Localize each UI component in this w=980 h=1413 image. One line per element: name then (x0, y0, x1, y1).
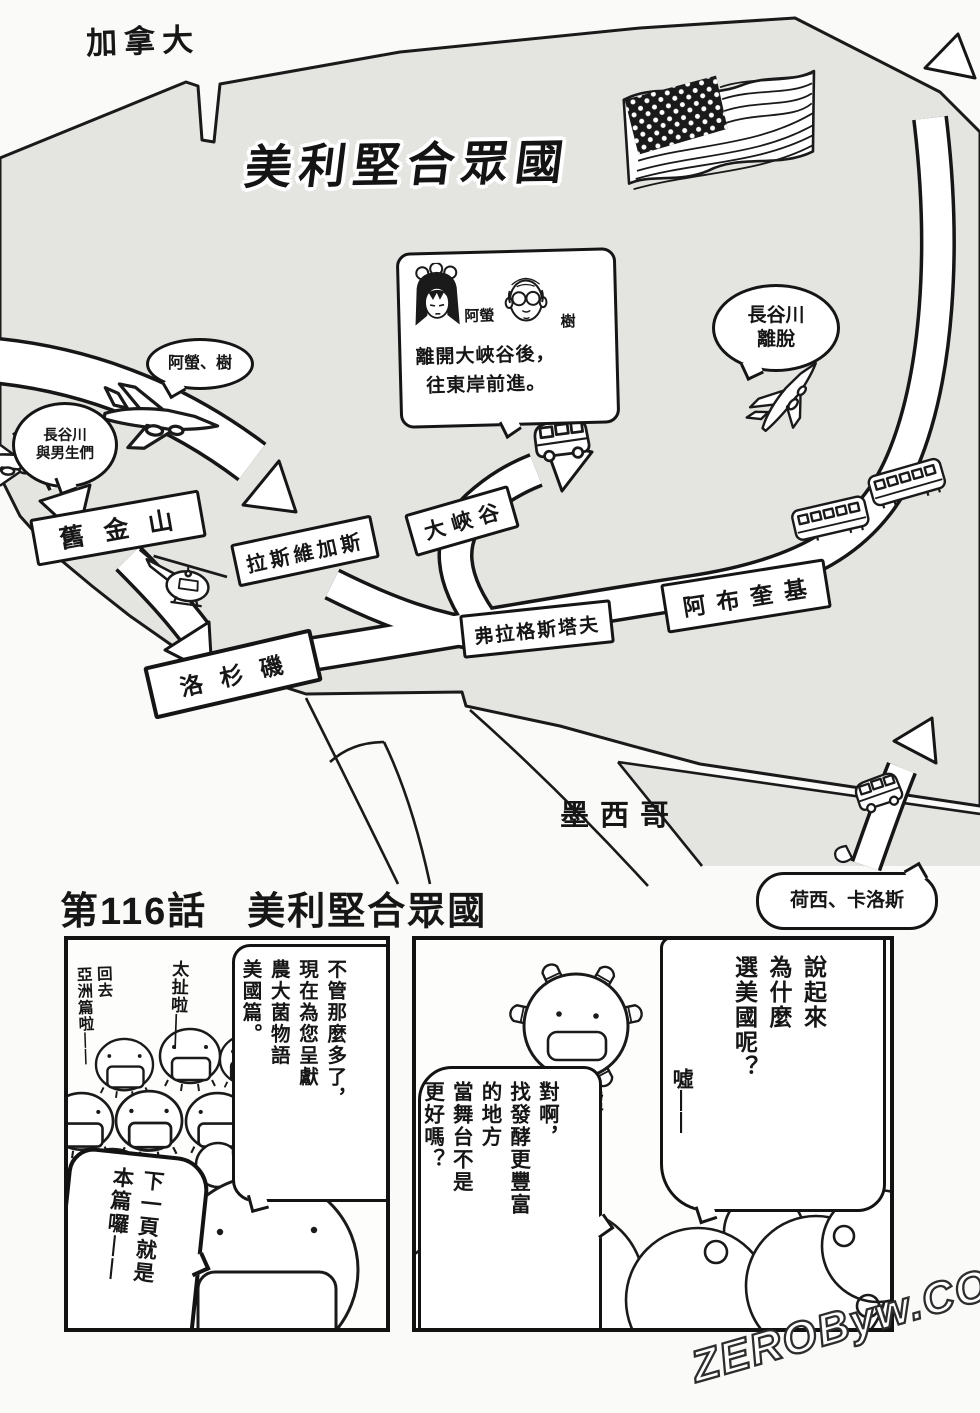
callout-hasegawa-depart: 長谷川 離脫 (712, 284, 840, 381)
route-info-bubble: 阿螢 樹 離開大峽谷後， 往東岸前進。 (395, 247, 621, 440)
callout-text: 長谷川 與男生們 (36, 427, 94, 462)
callout-text: 阿螢、樹 (167, 355, 232, 372)
itsuki-face-icon (504, 277, 548, 322)
answer-text: 對啊， 找發酵更豐富 的地方 當舞台不是 更好嗎？ (420, 1081, 559, 1216)
usa-title: 美利堅合眾國 (241, 135, 574, 194)
us-flag-icon (622, 69, 816, 191)
route-info-text: 離開大峽谷後， 往東岸前進。 (415, 343, 556, 398)
next-page-bubble: 下一頁就是 本篇囉—— (68, 1145, 212, 1328)
shh-text: 噓—— (670, 1068, 694, 1134)
question-bubble: 說起來 為什麼 選美國呢？ (660, 940, 886, 1225)
narration-bubble: 不管那麼多了， 現在為您呈獻 農大菌物語 美國篇。 (232, 944, 386, 1214)
chapter-title: 第116話 美利堅合眾國 (60, 891, 488, 933)
narration-text: 不管那麼多了， 現在為您呈獻 農大菌物語 美國篇。 (238, 959, 346, 1110)
comic-panel-left: 不管那麼多了， 現在為您呈獻 農大菌物語 美國篇。 太扯啦—— 回去 亞洲篇啦—… (64, 936, 390, 1332)
exhaust-puff (834, 844, 854, 864)
usa-route-map: 加拿大 美利堅合眾國 墨西哥 舊金山 拉斯維加斯 大峽谷 弗拉格斯塔夫 阿布奎基… (0, 16, 980, 930)
callout-text: 荷西、卡洛斯 (789, 890, 904, 912)
next-page-text: 下一頁就是 本篇囉—— (99, 1165, 165, 1286)
character-name: 阿螢 (464, 307, 495, 326)
canada-label: 加拿大 (85, 22, 201, 61)
hotaru-face-icon (415, 262, 460, 326)
mexico-label: 墨西哥 (560, 800, 681, 832)
crowd-shout: 回去 亞洲篇啦—— (74, 965, 113, 1066)
answer-bubble: 對啊， 找發酵更豐富 的地方 當舞台不是 更好嗎？ (418, 1066, 615, 1328)
callout-hotaru-itsuki: 阿螢、樹 (146, 338, 254, 400)
callout-hasegawa-boys: 長谷川 與男生們 (12, 402, 118, 496)
question-text: 說起來 為什麼 選美國呢？ (731, 955, 827, 1080)
comic-panel-right: 說起來 為什麼 選美國呢？ 噓—— 噓—— 對啊， 找發酵更豐富 的地方 當舞台… (412, 936, 894, 1332)
character-name: 樹 (560, 313, 576, 331)
callout-text: 長谷川 離脫 (747, 305, 805, 350)
callout-jose-carlos: 荷西、卡洛斯 (756, 861, 938, 930)
crowd-shout: 太扯啦—— (166, 959, 189, 1051)
